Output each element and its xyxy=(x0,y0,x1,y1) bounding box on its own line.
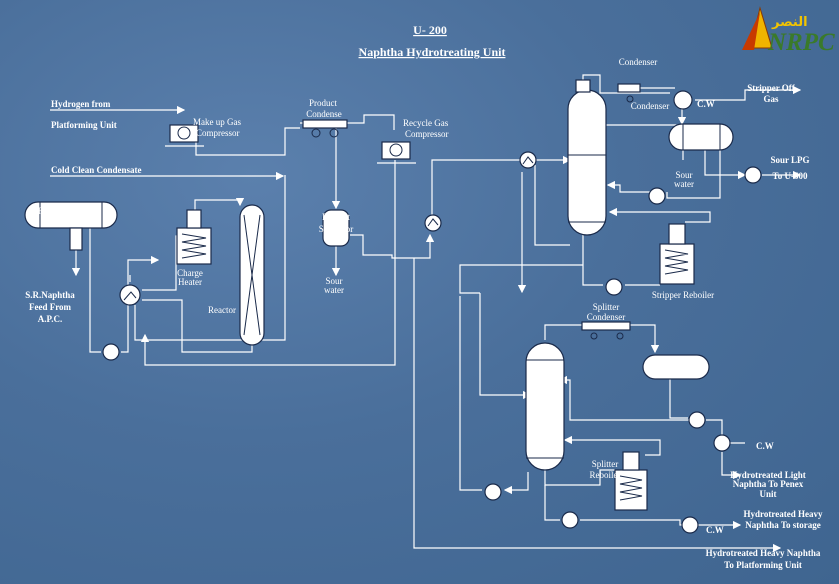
cw-label-2: C.W xyxy=(756,441,774,451)
recycle-compressor-label: Compressor xyxy=(405,129,449,139)
feed-label-2: Feed From xyxy=(29,302,72,312)
platforming-unit-label: Platforming Unit xyxy=(51,120,117,130)
condenser-top-label: Condenser xyxy=(619,57,658,67)
sour-lpg-label-2: To U-500 xyxy=(773,171,808,181)
logo-text: NRPC xyxy=(767,29,835,56)
hydrogen-label: Hydrogen from xyxy=(51,99,111,109)
makeup-gas-label: Make up Gas xyxy=(193,117,241,127)
splitter-reboiler-label-1: Splitter xyxy=(592,459,619,469)
light-naphtha-label-1: Hydrotreated Light xyxy=(730,470,805,480)
feed-surge-drum-label: Feed surge drum xyxy=(38,206,98,216)
recycle-gas-label: Recycle Gas xyxy=(403,118,449,128)
nrpc-logo: NRPC النصر xyxy=(742,6,835,56)
product-separator-label-2: Separator xyxy=(319,224,353,234)
makeup-compressor xyxy=(165,124,204,147)
splitter-column xyxy=(525,342,565,471)
charge-heater-label-2: Heater xyxy=(178,277,202,287)
pump-5 xyxy=(688,411,706,429)
splitter-feed-exchanger xyxy=(424,214,442,232)
heavy-storage-label-2: Naphtha To storage xyxy=(745,520,821,530)
stripper-condenser xyxy=(617,83,641,103)
sour-lpg-label-1: Sour LPG xyxy=(770,155,809,165)
overhead-receiver-label-1: overhead xyxy=(685,125,718,135)
makeup-compressor-label: Compressor xyxy=(196,128,240,138)
heavy-platforming-label-2: To Platforming Unit xyxy=(724,560,802,570)
pump-1 xyxy=(102,343,120,361)
product-separator-label-1: Product xyxy=(322,212,350,222)
pump-3 xyxy=(744,166,762,184)
stripper-feed-exchanger xyxy=(519,151,537,169)
feed-effluent-exchanger xyxy=(119,284,141,306)
reactor xyxy=(239,204,265,346)
overhead-receiver-label-2: receiver xyxy=(687,137,716,147)
heavy-platforming-label-1: Hydrotreated Heavy Naphtha xyxy=(706,548,821,558)
stripper-reboiler-label: Stripper Reboiler xyxy=(652,290,714,300)
product-condense-label-2: Condense xyxy=(306,109,342,119)
logo-arabic: النصر xyxy=(771,15,808,30)
splitter-label: Splitter xyxy=(532,396,559,406)
stripper-off-gas-label-1: Stripper Off xyxy=(747,83,796,93)
stripper-reboiler xyxy=(659,223,695,285)
product-condense-label-1: Product xyxy=(309,98,337,108)
stripper-column xyxy=(567,79,607,236)
feed-label-3: A.P.C. xyxy=(38,314,62,324)
splitter-reboiler xyxy=(614,451,648,511)
sour-water-label-1: Sour xyxy=(325,276,342,286)
cold-clean-condensate-label: Cold Clean Condensate xyxy=(51,165,142,175)
sour-water-b-label-1: Sour xyxy=(675,170,692,180)
feed-label-1: S.R.Naphtha xyxy=(25,290,75,300)
splitter-receiver xyxy=(642,354,710,380)
overhead-receiver xyxy=(668,123,734,151)
product-separator xyxy=(322,209,350,247)
light-naphtha-label-3: Unit xyxy=(759,489,776,499)
condenser-mid-label: Condenser xyxy=(631,101,670,111)
reactor-label: Reactor xyxy=(208,305,236,315)
page-title: Naphtha Hydrotreating Unit xyxy=(359,45,506,59)
stripper-off-gas-label-2: Gas xyxy=(763,94,779,104)
splitter-condenser-label-2: Condenser xyxy=(587,312,626,322)
pump-6 xyxy=(484,483,502,501)
sour-water-b-label-2: water xyxy=(674,179,694,189)
splitter-condenser-label-1: Splitter xyxy=(593,302,620,312)
cw-label-3: C.W xyxy=(706,525,724,535)
pump-7 xyxy=(561,511,579,529)
cw-label-1: C.W xyxy=(697,99,715,109)
stripper-label: Stripper xyxy=(573,191,602,201)
charge-heater-label-1: Charge xyxy=(177,268,203,278)
unit-code: U- 200 xyxy=(413,23,447,37)
process-lines xyxy=(50,74,802,553)
splitter-reboiler-label-2: Reboiler xyxy=(590,470,621,480)
condenser-cooler xyxy=(673,90,693,110)
feed-surge-drum xyxy=(24,201,118,251)
product-condenser xyxy=(302,119,348,138)
light-naphtha-label-2: Naphtha To Penex xyxy=(733,479,804,489)
cooler-cw-1 xyxy=(713,434,731,452)
heavy-storage-label-1: Hydrotreated Heavy xyxy=(744,509,823,519)
charge-heater xyxy=(176,209,212,265)
pump-4 xyxy=(605,278,623,296)
pump-2 xyxy=(648,187,666,205)
sour-water-label-2: water xyxy=(324,285,344,295)
splitter-condenser xyxy=(581,321,631,340)
cooler-cw-2 xyxy=(681,516,699,534)
recycle-compressor xyxy=(377,141,416,164)
receiver-label: Receiver xyxy=(660,363,692,373)
